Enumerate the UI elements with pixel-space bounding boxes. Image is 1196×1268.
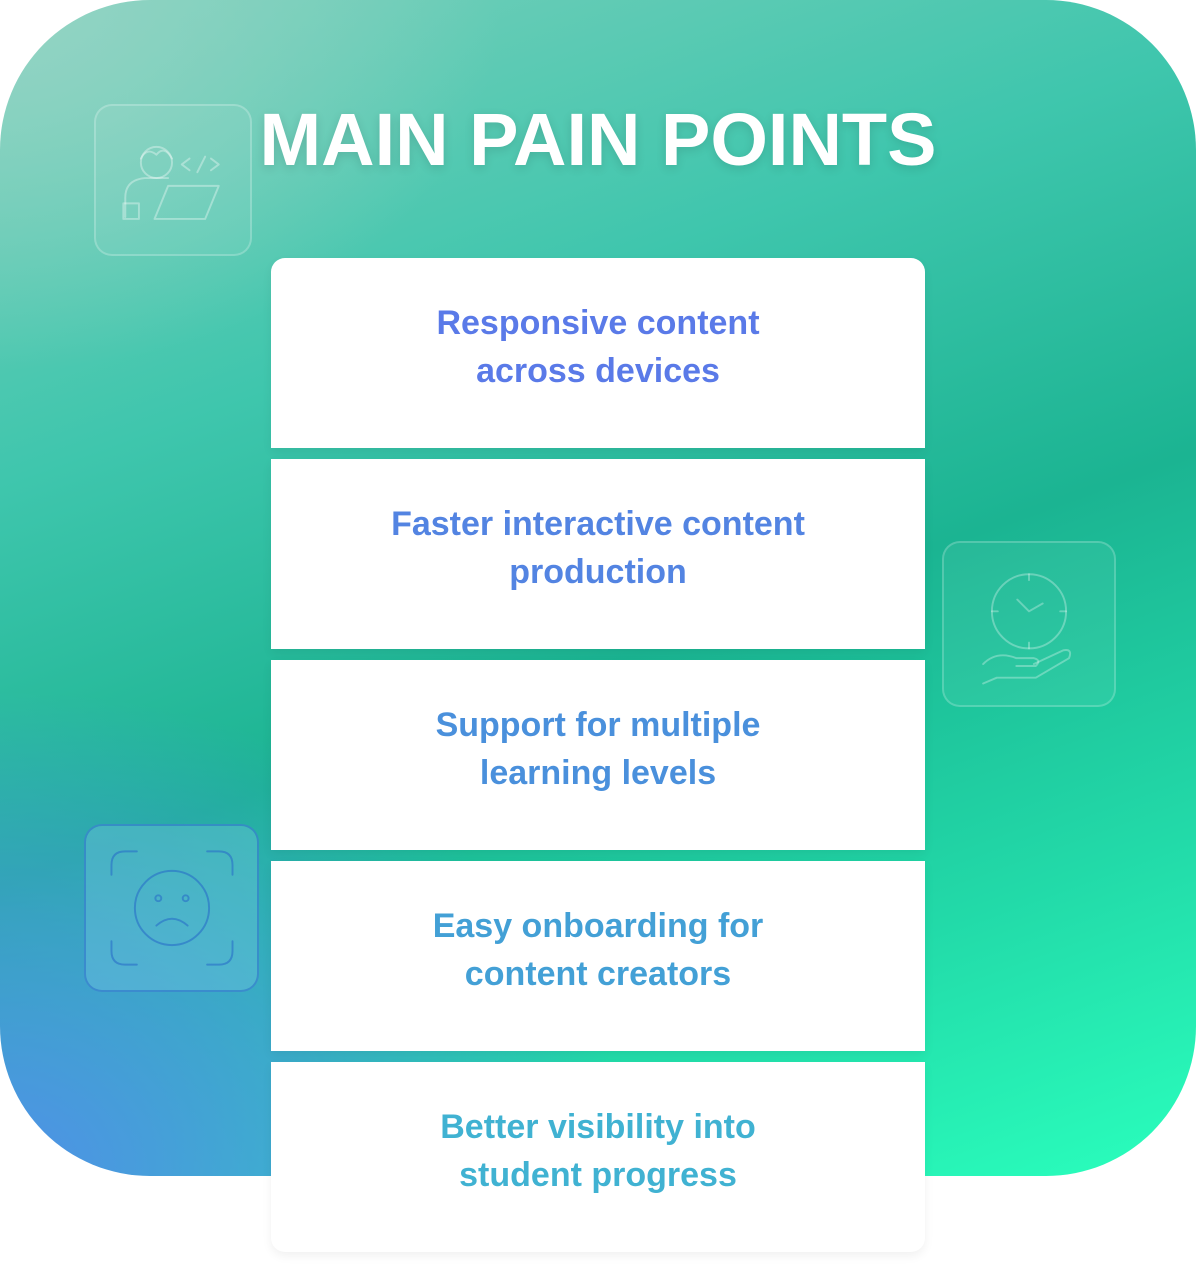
pain-point-card: Faster interactive content production — [271, 459, 925, 649]
pain-point-card: Better visibility into student progress — [271, 1062, 925, 1252]
pain-points-list: Responsive content across devices Faster… — [271, 258, 925, 1252]
pain-point-text: Easy onboarding for content creators — [432, 907, 764, 993]
pain-point-text: Support for multiple learning levels — [435, 706, 761, 792]
pain-point-text: Faster interactive content production — [391, 505, 805, 591]
clock-on-hand-icon — [942, 541, 1116, 707]
pain-point-text: Better visibility into student progress — [440, 1108, 756, 1194]
pain-point-text: Responsive content across devices — [436, 304, 760, 390]
pain-point-card: Responsive content across devices — [271, 258, 925, 448]
sad-face-scan-icon — [84, 824, 259, 992]
pain-point-card: Support for multiple learning levels — [271, 660, 925, 850]
developer-laptop-icon — [94, 104, 252, 256]
page-title: MAIN PAIN POINTS — [259, 98, 937, 181]
pain-point-card: Easy onboarding for content creators — [271, 861, 925, 1051]
